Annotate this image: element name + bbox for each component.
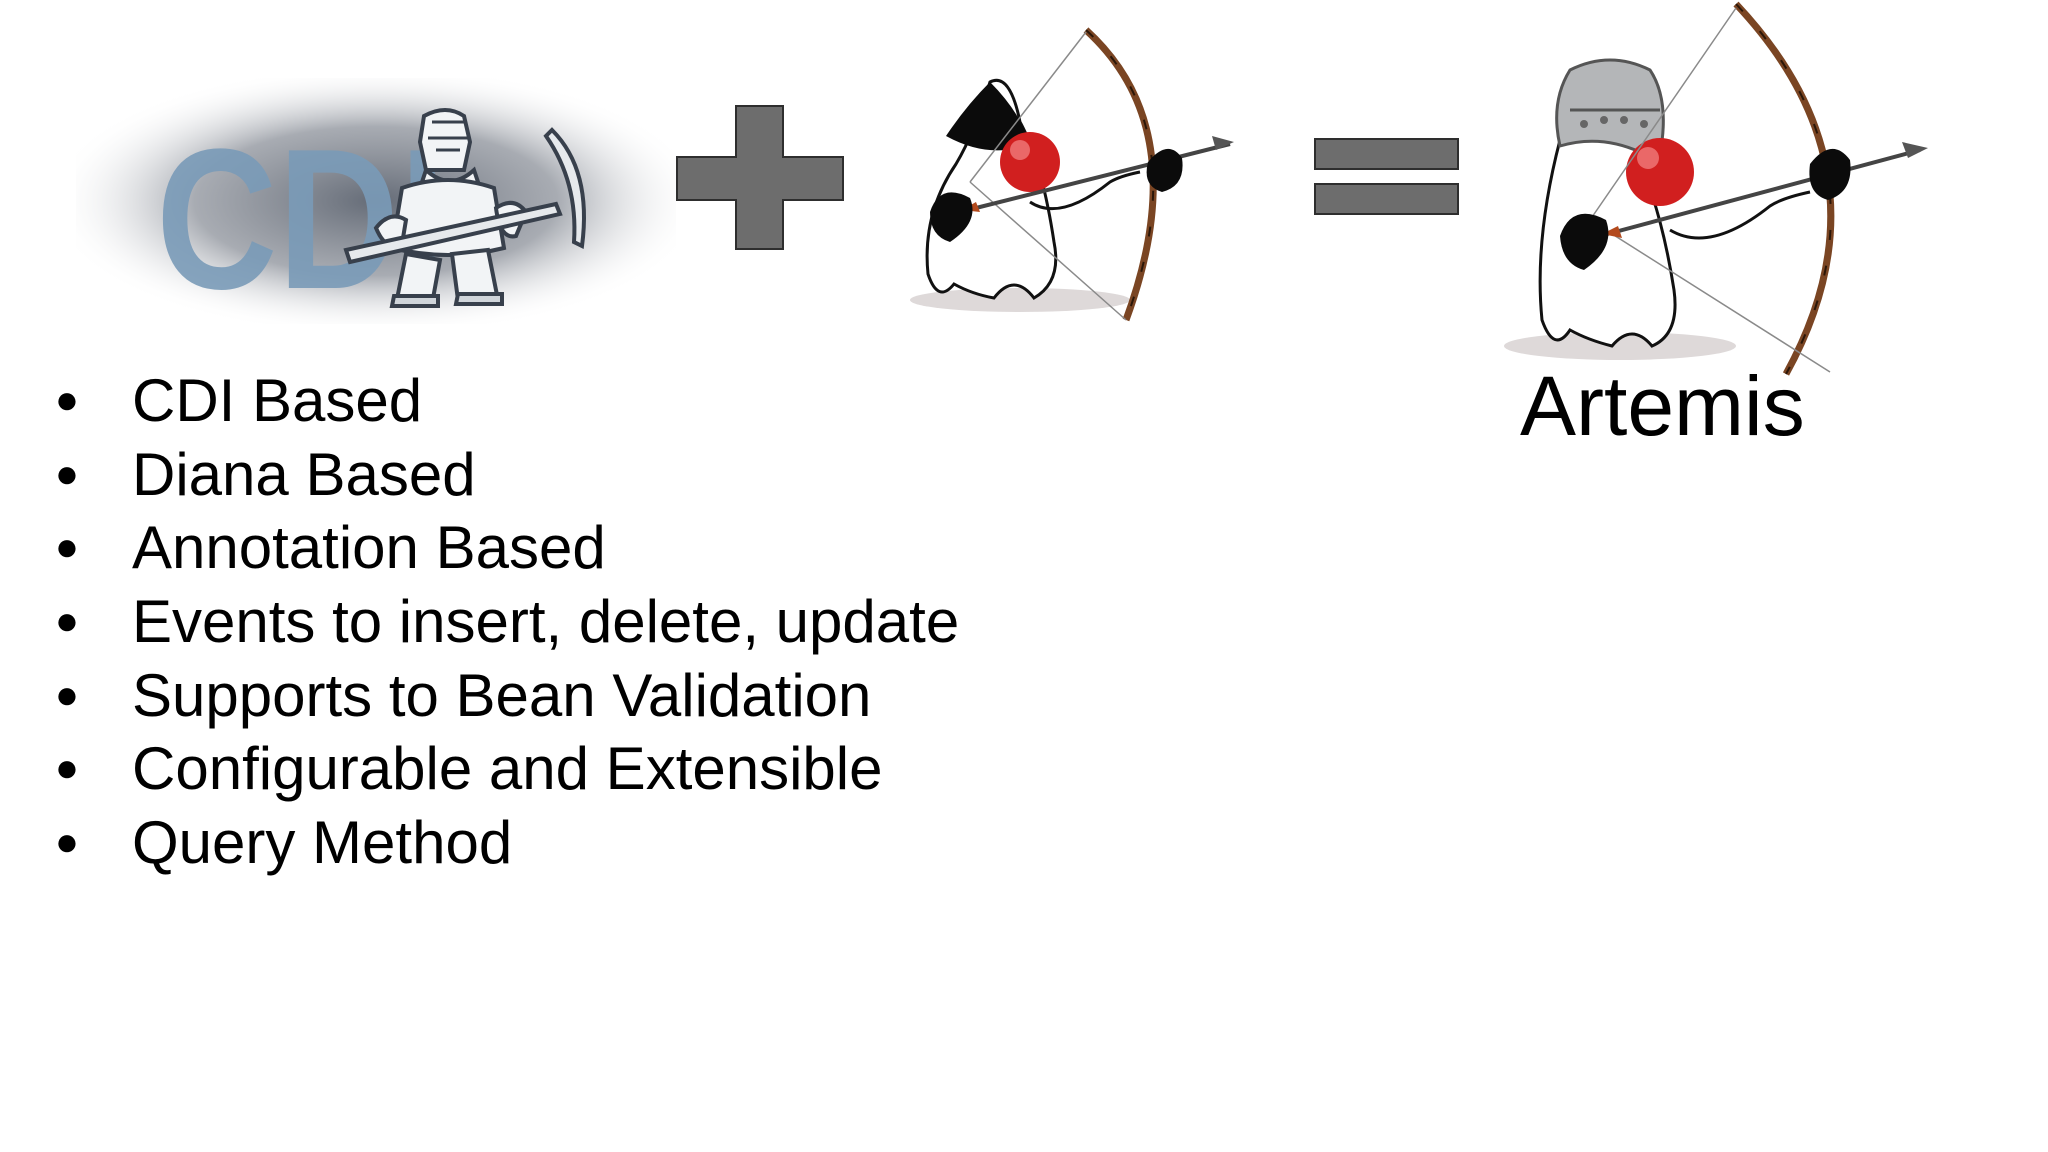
bullet-icon: ● — [54, 378, 80, 422]
bullet-icon: ● — [54, 525, 80, 570]
cdi-logo: CDI — [76, 78, 676, 331]
list-item: ● CDI Based — [50, 364, 1150, 438]
bullet-icon: ● — [54, 746, 80, 791]
diana-logo — [900, 22, 1250, 332]
feature-text: Supports to Bean Validation — [132, 661, 872, 729]
bullet-icon: ● — [54, 820, 80, 865]
feature-list: ● CDI Based ● Diana Based ● Annotation B… — [50, 364, 1150, 880]
equals-icon — [1314, 138, 1460, 216]
artemis-label: Artemis — [1520, 359, 1805, 453]
feature-text: Annotation Based — [132, 514, 606, 582]
feature-text: Query Method — [132, 809, 513, 877]
plus-icon — [676, 105, 844, 250]
feature-text: Configurable and Extensible — [132, 735, 883, 803]
feature-text: Diana Based — [132, 440, 476, 508]
dwarf-with-pickaxe-icon — [343, 108, 586, 308]
list-item: ● Annotation Based — [50, 511, 1150, 585]
list-item: ● Configurable and Extensible — [50, 732, 1150, 806]
list-item: ● Supports to Bean Validation — [50, 659, 1150, 733]
bullet-icon: ● — [54, 672, 80, 717]
feature-text: Events to insert, delete, update — [132, 588, 960, 656]
bullet-icon: ● — [54, 599, 80, 644]
cdi-logo-graphic: CDI — [76, 78, 676, 331]
artemis-logo — [1500, 0, 1940, 382]
logo-equation: CDI — [0, 0, 2048, 453]
duke-archer-icon — [910, 27, 1234, 322]
list-item: ● Diana Based — [50, 438, 1150, 512]
list-item: ● Query Method — [50, 806, 1150, 880]
duke-archer-with-helmet-icon — [1504, 1, 1928, 376]
bullet-icon: ● — [54, 451, 80, 496]
list-item: ● Events to insert, delete, update — [50, 585, 1150, 659]
feature-text: CDI Based — [132, 367, 423, 434]
